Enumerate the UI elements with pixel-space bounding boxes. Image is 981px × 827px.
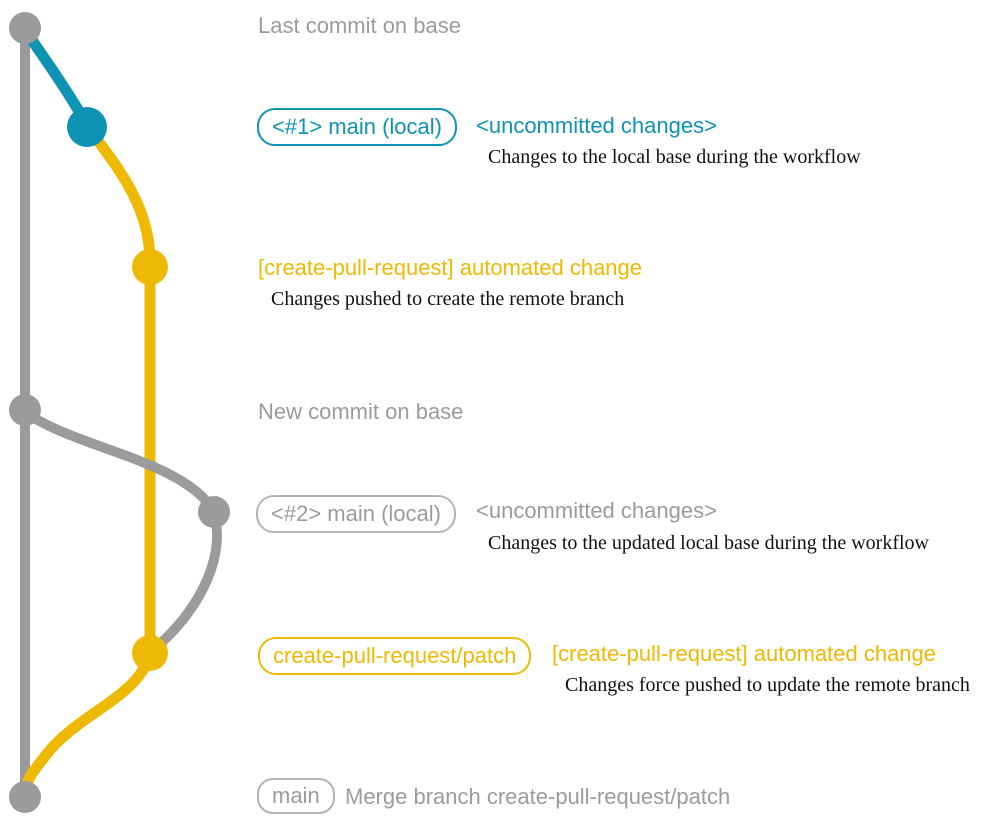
updated-local-branch-line: [20, 407, 222, 657]
branch-badge-patch: create-pull-request/patch: [258, 637, 532, 675]
commit-dot-automated-change-2: [132, 635, 168, 671]
branch-badge-main-local-2: <#2> main (local): [256, 495, 456, 533]
commit-dot-uncommitted-1: [67, 107, 107, 147]
commit-dot-last-base: [9, 12, 41, 44]
branch-badge-main-local-1: <#1> main (local): [257, 108, 457, 146]
commit-dot-automated-change-1: [132, 249, 168, 285]
commit-title-automated-change-1: [create-pull-request] automated change: [258, 255, 643, 280]
commit-description-automated-change-2: Changes force pushed to update the remot…: [565, 674, 970, 696]
new-commit-label: New commit on base: [258, 399, 464, 424]
commit-description-uncommitted-2: Changes to the updated local base during…: [488, 532, 929, 554]
merge-branch-line: [19, 647, 156, 802]
git-graph: [9, 12, 230, 813]
commit-dot-merge: [9, 781, 41, 813]
commit-dot-uncommitted-2: [198, 496, 230, 528]
commit-title-automated-change-2: [create-pull-request] automated change: [552, 641, 937, 666]
commit-description-uncommitted-1: Changes to the local base during the wor…: [488, 146, 861, 168]
merge-commit-label: Merge branch create-pull-request/patch: [345, 784, 731, 809]
last-commit-label: Last commit on base: [258, 13, 461, 38]
commit-description-automated-change-1: Changes pushed to create the remote bran…: [271, 288, 625, 310]
commit-title-uncommitted-2: <uncommitted changes>: [476, 498, 717, 523]
patch-branch-line: [81, 119, 156, 661]
commit-dot-new-base: [9, 394, 41, 426]
commit-title-uncommitted-1: <uncommitted changes>: [476, 113, 717, 138]
branch-badge-main-merged: main: [257, 778, 335, 814]
